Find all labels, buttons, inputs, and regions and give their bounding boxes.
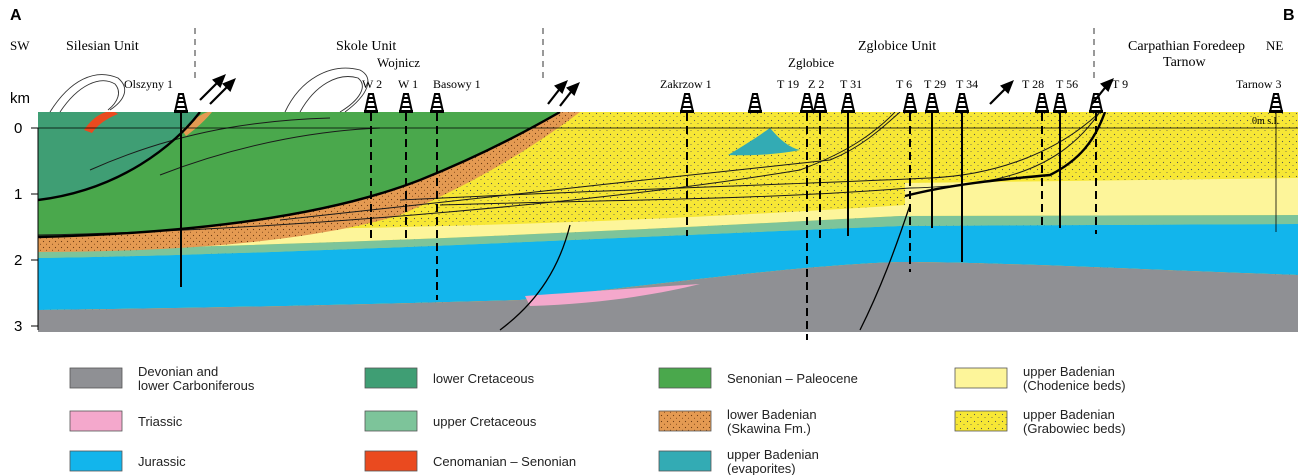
legend-label: lower Badenian	[727, 407, 817, 422]
well-label: W 2	[362, 77, 382, 91]
legend-swatch	[70, 451, 122, 471]
well-label: Z 2	[808, 77, 824, 91]
legend-label: (Chodenice beds)	[1023, 378, 1126, 393]
axis-tick-1: 1	[14, 186, 22, 203]
legend-swatch	[659, 411, 711, 431]
direction-ne: NE	[1266, 38, 1283, 53]
section-end-a: A	[10, 7, 22, 24]
legend-label: Triassic	[138, 414, 183, 429]
well-label: Tarnow 3	[1236, 77, 1281, 91]
legend-item: lower Badenian(Skawina Fm.)	[659, 407, 817, 436]
well-label: T 31	[840, 77, 862, 91]
legend-label: (evaporites)	[727, 461, 796, 475]
section-end-b: B	[1283, 7, 1295, 24]
skole-unit-label: Skole Unit	[336, 39, 396, 54]
well-label: T 19	[777, 77, 799, 91]
legend-label: (Skawina Fm.)	[727, 421, 811, 436]
well-label: T 56	[1056, 77, 1078, 91]
legend-item: Jurassic	[70, 451, 186, 471]
legend-swatch	[365, 411, 417, 431]
legend-label: upper Badenian	[1023, 407, 1115, 422]
legend-swatch	[659, 451, 711, 471]
legend-item: Senonian – Paleocene	[659, 368, 858, 388]
legend-label: Devonian and	[138, 364, 218, 379]
foredeep-label-line2: Tarnow	[1163, 55, 1206, 70]
legend-swatch	[70, 411, 122, 431]
legend-label: Cenomanian – Senonian	[433, 454, 576, 469]
direction-sw: SW	[10, 38, 30, 53]
legend-label: lower Carboniferous	[138, 378, 255, 393]
legend-label: Senonian – Paleocene	[727, 371, 858, 386]
well-label: T 34	[956, 77, 978, 91]
axis-tick-2: 2	[14, 252, 22, 269]
wojnicz-label: Wojnicz	[377, 55, 420, 70]
legend-item: upper Badenian(evaporites)	[659, 447, 819, 475]
well-label: W 1	[398, 77, 418, 91]
zglobice-unit-label: Zglobice Unit	[858, 39, 936, 54]
well-label: T 6	[896, 77, 912, 91]
legend-item: Cenomanian – Senonian	[365, 451, 576, 471]
well-label: Olszyny 1	[124, 77, 173, 91]
legend-item: Triassic	[70, 411, 183, 431]
well-label: Zakrzow 1	[660, 77, 712, 91]
well-label: T 9	[1112, 77, 1128, 91]
legend-label: (Grabowiec beds)	[1023, 421, 1126, 436]
well-label: T 29	[924, 77, 946, 91]
unit-boundaries	[195, 28, 1094, 82]
legend-swatch	[955, 411, 1007, 431]
well-label: Basowy 1	[433, 77, 481, 91]
legend-item: upper Badenian(Grabowiec beds)	[955, 407, 1126, 436]
legend-swatch	[659, 368, 711, 388]
legend-swatch	[365, 451, 417, 471]
legend-swatch	[70, 368, 122, 388]
legend-swatch	[365, 368, 417, 388]
foredeep-label-line1: Carpathian Foredeep	[1128, 39, 1245, 54]
legend-label: Jurassic	[138, 454, 186, 469]
legend-label: lower Cretaceous	[433, 371, 535, 386]
well-label: T 28	[1022, 77, 1044, 91]
sea-level-label: 0m s.l.	[1252, 116, 1279, 127]
zglobice-town-label: Zglobice	[788, 55, 834, 70]
legend-label: upper Badenian	[727, 447, 819, 462]
legend-swatch	[955, 368, 1007, 388]
axis-tick-0: 0	[14, 120, 22, 137]
legend-item: upper Badenian(Chodenice beds)	[955, 364, 1126, 393]
section-body	[38, 111, 1298, 332]
well-derrick-icon	[748, 94, 762, 113]
legend-item: lower Cretaceous	[365, 368, 535, 388]
legend-label: upper Badenian	[1023, 364, 1115, 379]
axis-tick-3: 3	[14, 318, 22, 335]
silesian-unit-label: Silesian Unit	[66, 39, 139, 54]
axis-unit-label: km	[10, 90, 30, 107]
legend-label: upper Cretaceous	[433, 414, 537, 429]
legend-item: upper Cretaceous	[365, 411, 537, 431]
